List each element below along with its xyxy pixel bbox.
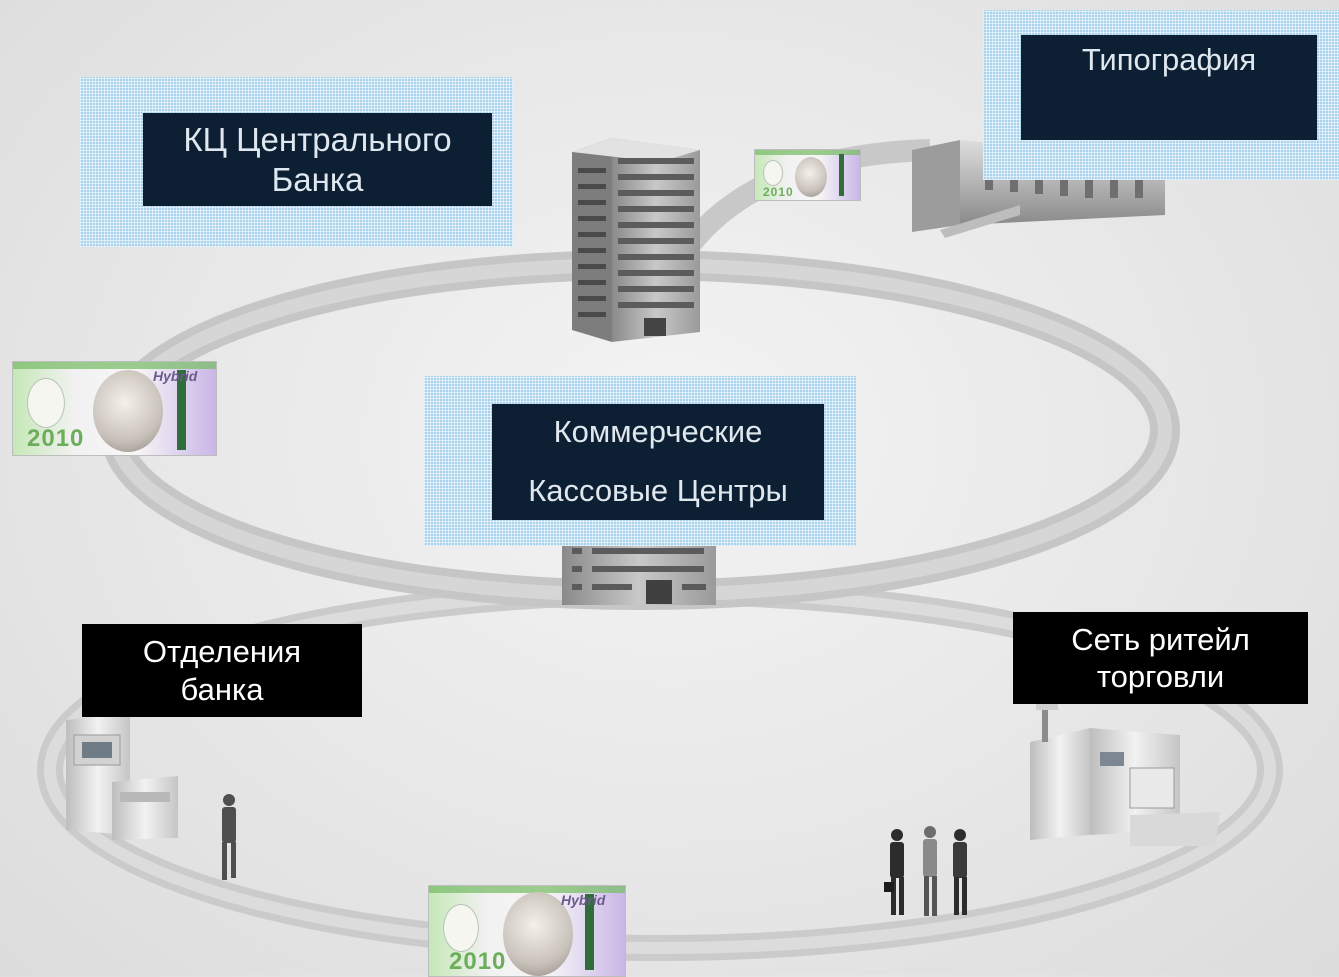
- banknote-bottom: Hybrid 2010: [428, 885, 626, 977]
- central-bank-label-line-1: КЦ Центрального: [183, 120, 452, 158]
- commercial-centers-label: Коммерческие Кассовые Центры: [492, 404, 824, 520]
- banknote-bottom-year: 2010: [449, 948, 507, 975]
- commercial-centers-label-line-2: Кассовые Центры: [528, 473, 788, 508]
- central-bank-label-line-2: Банка: [271, 160, 364, 198]
- central-bank-building: [572, 138, 700, 342]
- central-bank-label: КЦ Центрального Банка: [143, 113, 492, 206]
- walking-person: [222, 794, 236, 880]
- commercial-center-building: [562, 536, 716, 605]
- bank-branches-label-line-2: банка: [180, 671, 264, 707]
- banknote-left-brand: Hybrid: [153, 368, 198, 384]
- business-people-group: [884, 826, 967, 916]
- printing-house-label-line-1: Типография: [1081, 42, 1257, 77]
- bank-branches-label: Отделения банка: [82, 624, 362, 717]
- printing-house-label: Типография: [1021, 35, 1317, 140]
- banknote-top-year: 2010: [763, 185, 794, 199]
- banknote-bottom-brand: Hybrid: [561, 892, 606, 908]
- bank-branches-label-line-1: Отделения: [142, 634, 302, 670]
- banknote-top: 2010: [754, 149, 861, 201]
- banknote-left: Hybrid 2010: [12, 361, 217, 456]
- retail-cash-equipment: [1030, 700, 1220, 846]
- retail-network-label: Сеть ритейл торговли: [1013, 612, 1308, 704]
- banknote-left-year: 2010: [27, 425, 85, 452]
- atm-and-sorter: [66, 712, 178, 840]
- commercial-centers-label-line-1: Коммерческие: [553, 414, 763, 450]
- retail-network-label-line-1: Сеть ритейл: [1071, 621, 1250, 657]
- retail-network-label-line-2: торговли: [1096, 659, 1225, 694]
